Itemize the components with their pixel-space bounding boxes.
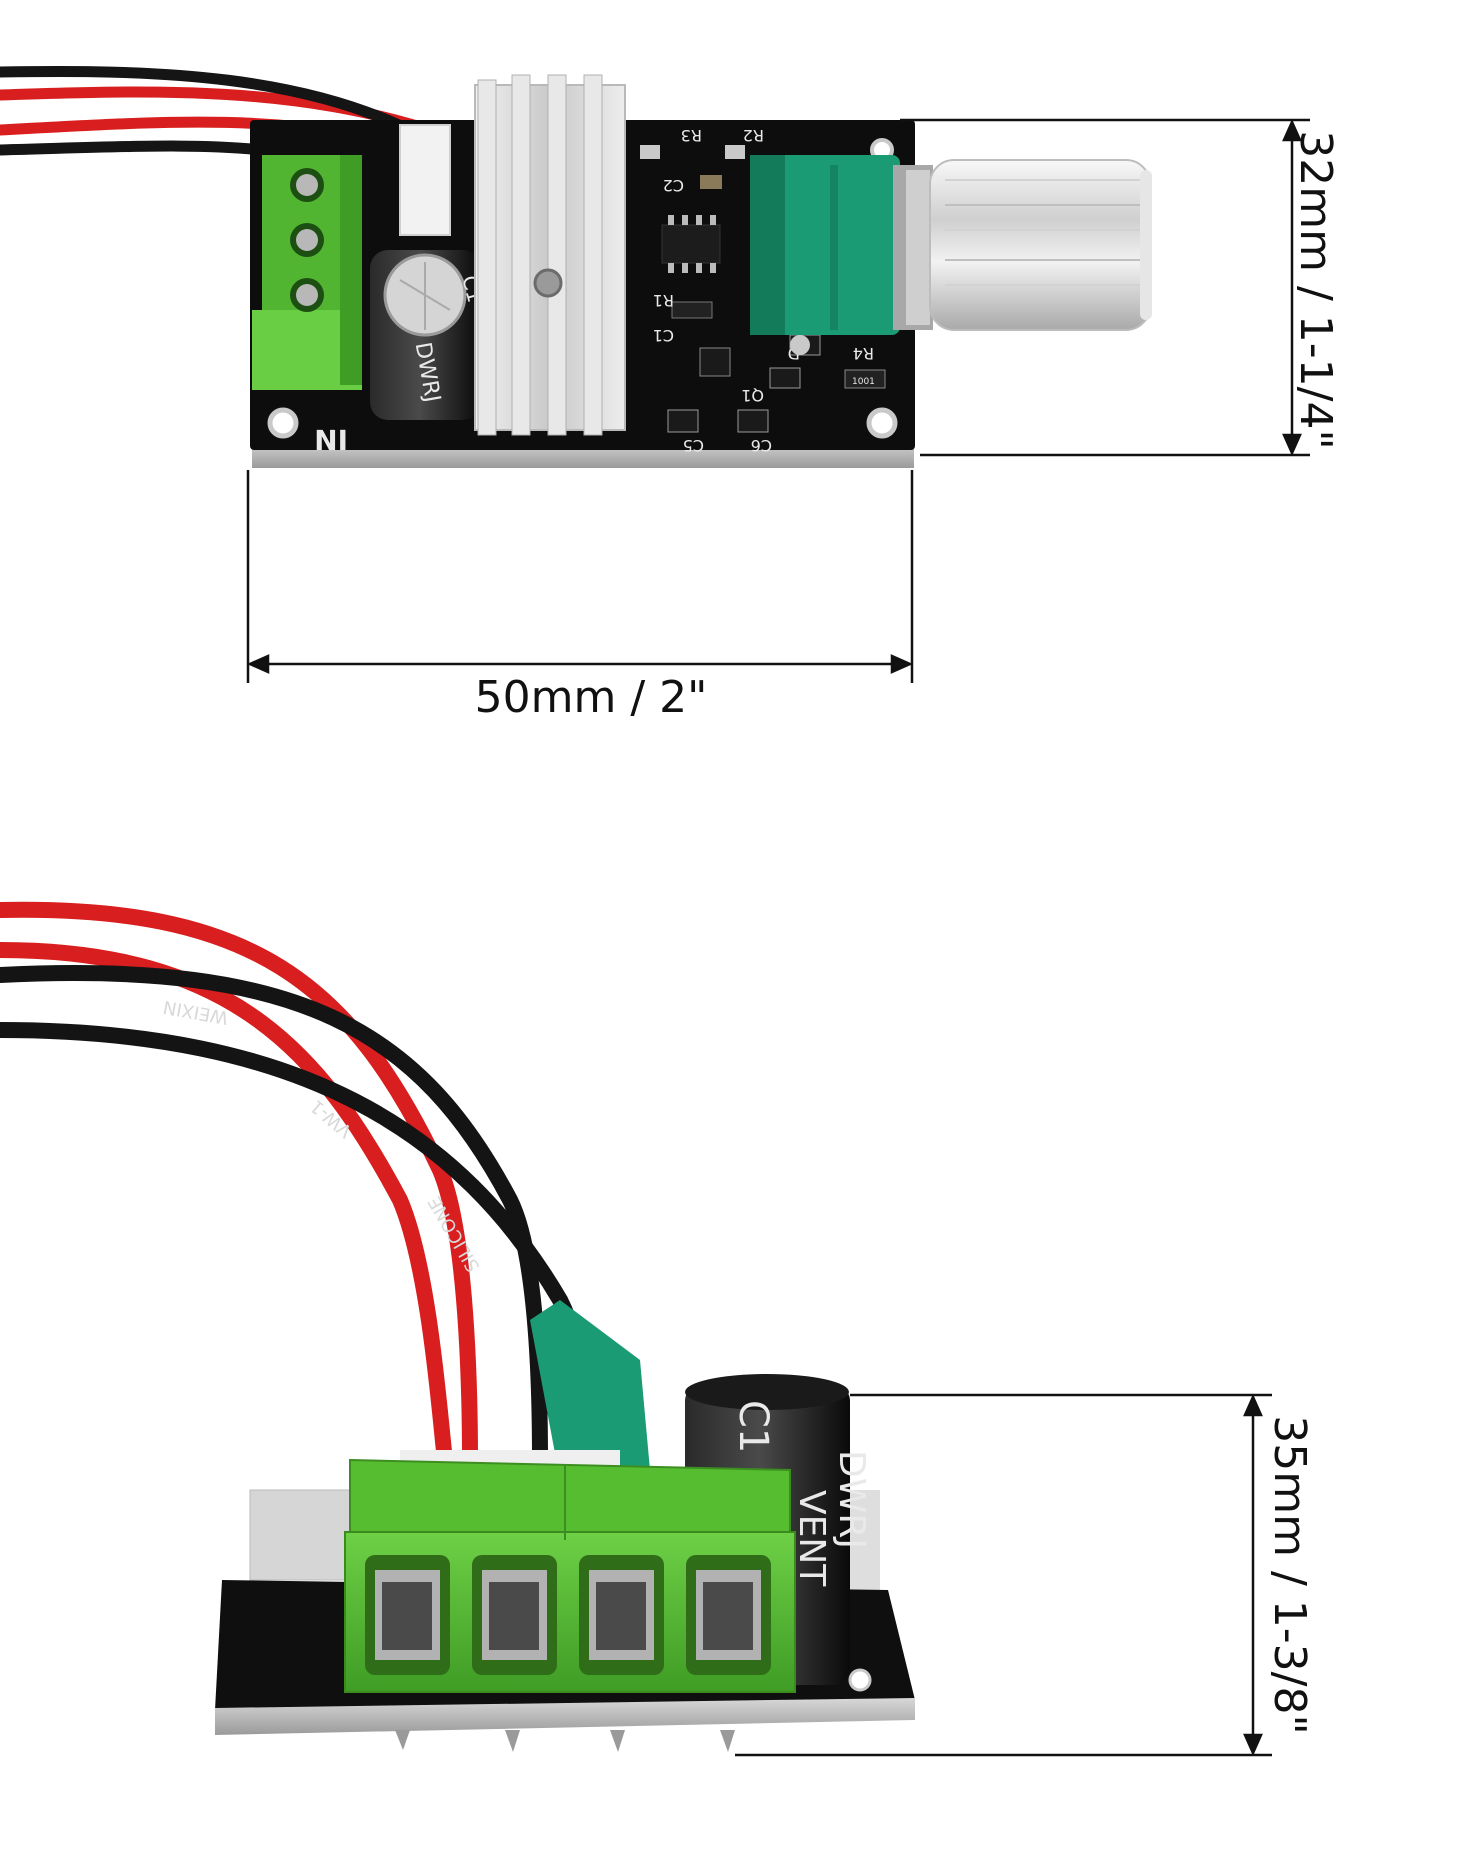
terminal-slot-3 xyxy=(579,1555,664,1675)
dimension-height-bottom xyxy=(735,1393,1272,1757)
label-c6: C6 xyxy=(751,436,772,455)
wire-black-3 xyxy=(0,965,548,1468)
dimension-width xyxy=(246,470,914,683)
label-res-code: 1001 xyxy=(852,377,875,387)
wire-red-3 xyxy=(0,901,478,1468)
label-c5: C5 xyxy=(683,436,704,455)
dimension-label-width: 50mm / 2" xyxy=(475,672,708,723)
knob xyxy=(929,159,1152,331)
terminal-slot-1 xyxy=(365,1555,450,1675)
heatsink-screw xyxy=(533,268,563,298)
side-wires xyxy=(0,901,598,1468)
dimension-label-height-bottom: 35mm / 1-3/8" xyxy=(1264,1415,1315,1734)
label-r3: R3 xyxy=(681,126,702,145)
electrolytic-capacitor-top: DWRJ C1 xyxy=(370,250,487,420)
potentiometer-side xyxy=(530,1300,650,1480)
pcb-side-edge xyxy=(215,1698,915,1735)
label-r2: R2 xyxy=(743,126,764,145)
heatsink xyxy=(474,74,626,436)
cap-vent-side: VENT xyxy=(791,1490,832,1587)
terminal-slot-4 xyxy=(686,1555,771,1675)
label-r1: R1 xyxy=(653,291,674,310)
heatsink-side xyxy=(249,1489,361,1581)
input-terminal-block xyxy=(252,155,362,390)
cap-brand-side: DWRJ xyxy=(831,1450,872,1549)
ic-chip xyxy=(661,224,721,264)
label-q1: Q1 xyxy=(741,386,764,405)
terminal-slot-2 xyxy=(472,1555,557,1675)
side-view: WEIXIN VW-1 SILICONE C1 DWRJ VENT xyxy=(0,901,1315,1757)
dimension-label-height-top: 32mm / 1-1/4" xyxy=(1290,130,1341,449)
mounting-hole-side xyxy=(848,1668,872,1692)
cap-code-side: C1 xyxy=(730,1400,776,1453)
label-in: IN xyxy=(314,423,348,456)
top-view: IN DWRJ C1 xyxy=(0,65,1341,723)
label-c2: C2 xyxy=(663,176,684,195)
solder-pins xyxy=(395,1730,735,1752)
dimension-height-top xyxy=(900,118,1310,457)
wire-connector xyxy=(399,124,451,236)
label-c1: C1 xyxy=(653,326,674,345)
potentiometer xyxy=(750,155,933,355)
wire-black-4 xyxy=(0,1022,598,1468)
terminal-block-side xyxy=(344,1458,796,1693)
label-r4: R4 xyxy=(853,344,874,363)
mounting-hole-2 xyxy=(866,407,898,439)
mounting-hole-1 xyxy=(267,407,299,439)
